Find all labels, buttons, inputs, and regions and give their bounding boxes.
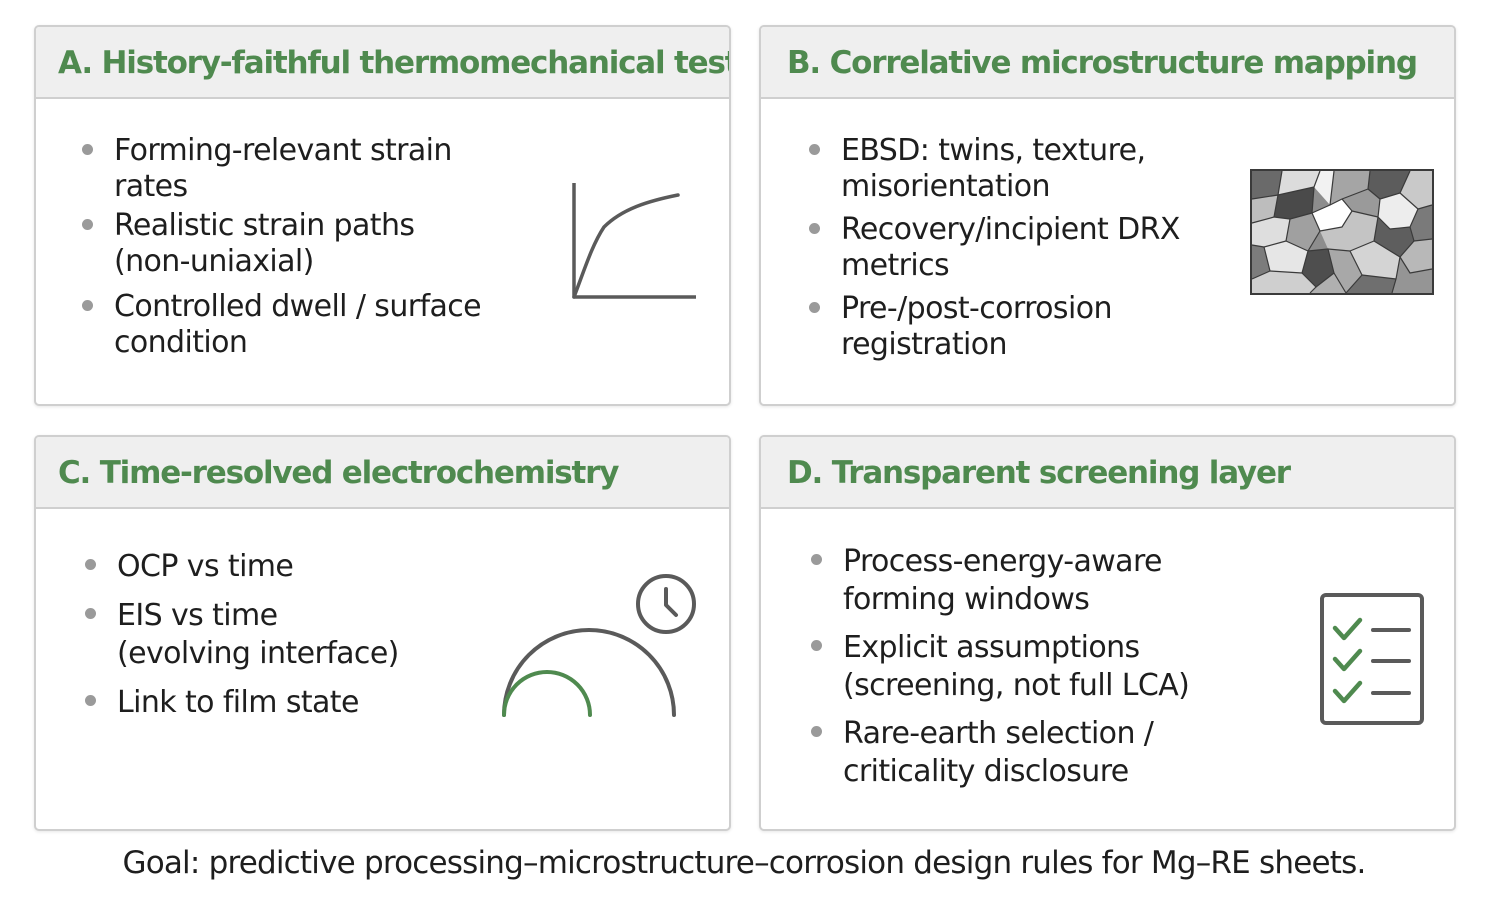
panel-d: D. Transparent screening layer Process-e… (759, 435, 1456, 831)
bullet-item: EBSD: twins, texture, misorientation (809, 133, 1180, 205)
panel-c-bullets: OCP vs time EIS vs time (evolving interf… (85, 548, 399, 722)
bullet-dot (809, 302, 820, 313)
panel-b-bullets: EBSD: twins, texture, misorientation Rec… (809, 133, 1180, 363)
bullet-item: Recovery/incipient DRX metrics (809, 212, 1180, 284)
bullet-dot (85, 695, 96, 706)
bullet-text: Process-energy-aware forming windows (843, 544, 1163, 617)
panel-a-bullets: Forming-relevant strain rates Realistic … (82, 133, 482, 361)
panel-c-header: C. Time-resolved electrochemistry (36, 437, 729, 509)
panel-d-bullets: Process-energy-aware forming windows Exp… (811, 543, 1190, 791)
bullet-dot (82, 300, 93, 311)
bullet-text: EBSD: twins, texture, misorientation (841, 133, 1146, 204)
panel-b: B. Correlative microstructure mapping EB… (759, 25, 1456, 406)
bullet-dot (809, 144, 820, 155)
bullet-item: EIS vs time (evolving interface) (85, 597, 399, 673)
bullet-text: Explicit assumptions (screening, not ful… (843, 630, 1190, 703)
bullet-item: Link to film state (85, 684, 399, 722)
panel-c-title: C. Time-resolved electrochemistry (58, 455, 619, 491)
bullet-text: Rare-earth selection / criticality discl… (843, 716, 1154, 789)
bullet-item: Realistic strain paths (non-uniaxial) (82, 208, 481, 280)
bullet-text: Recovery/incipient DRX metrics (841, 212, 1180, 283)
bullet-dot (85, 559, 96, 570)
bullet-item: Controlled dwell / surface condition (82, 289, 482, 361)
bullet-text: Link to film state (117, 685, 359, 720)
bullet-text: Forming-relevant strain rates (114, 133, 452, 204)
bullet-item: Process-energy-aware forming windows (811, 543, 1189, 619)
bullet-dot (809, 223, 820, 234)
bullet-dot (82, 144, 93, 155)
panel-b-title: B. Correlative microstructure mapping (787, 45, 1418, 81)
goal-caption: Goal: predictive processing–microstructu… (122, 845, 1366, 881)
bullet-text: Pre-/post-corrosion registration (841, 291, 1112, 362)
bullet-dot (85, 608, 96, 619)
impedance-arcs-clock-icon (502, 574, 696, 717)
bullet-item: Forming-relevant strain rates (82, 133, 481, 205)
panel-d-title: D. Transparent screening layer (787, 455, 1291, 491)
bullet-item: Pre-/post-corrosion registration (809, 291, 1180, 363)
bullet-text: OCP vs time (117, 549, 294, 584)
bullet-text: Controlled dwell / surface condition (114, 289, 482, 360)
bullet-dot (82, 219, 93, 230)
panel-b-header: B. Correlative microstructure mapping (761, 27, 1454, 99)
bullet-item: Rare-earth selection / criticality discl… (811, 715, 1189, 791)
bullet-dot (811, 554, 822, 565)
bullet-dot (811, 640, 822, 651)
checklist-icon (1320, 593, 1424, 725)
bullet-text: EIS vs time (evolving interface) (117, 598, 399, 671)
panel-a-header: A. History-faithful thermomechanical tes… (36, 27, 729, 99)
panel-d-header: D. Transparent screening layer (761, 437, 1454, 509)
panel-c: C. Time-resolved electrochemistry OCP vs… (34, 435, 731, 831)
bullet-item: Explicit assumptions (screening, not ful… (811, 629, 1190, 705)
bullet-dot (811, 726, 822, 737)
panel-a: A. History-faithful thermomechanical tes… (34, 25, 731, 406)
stress-strain-curve-icon (572, 183, 696, 299)
bullet-text: Realistic strain paths (non-uniaxial) (114, 208, 415, 279)
bullet-item: OCP vs time (85, 548, 399, 586)
panel-a-title: A. History-faithful thermomechanical tes… (58, 45, 731, 81)
grain-map-icon (1250, 169, 1434, 295)
